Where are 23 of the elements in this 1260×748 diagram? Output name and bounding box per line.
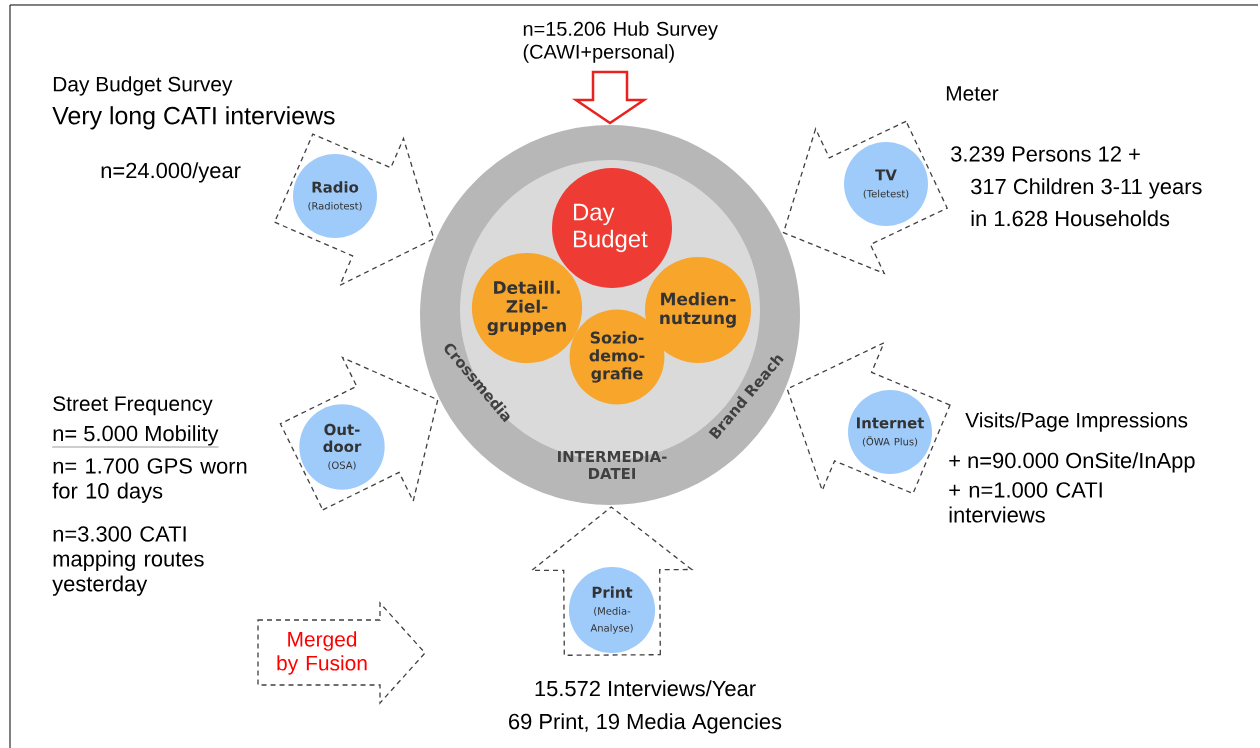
dashed-arrow-label: Merged by Fusion	[257, 601, 426, 705]
block-arrow	[571, 70, 649, 125]
annotation-text: Day Budget Survey	[53, 76, 233, 96]
block-arrow	[529, 506, 694, 656]
annotation-text: n=3.300 CATI mapping routes yesterday	[52, 526, 204, 596]
annotation-text: Street Frequency	[53, 396, 213, 416]
annotation-text: n=24.000/year	[101, 162, 241, 183]
annotation-text: 69 Print, 19 Media Agencies	[509, 713, 782, 734]
annotation-text: in 1.628 Households	[971, 210, 1170, 227]
annotation-text: + n=90.000 OnSite/InApp	[949, 452, 1195, 473]
annotation-text: Very long CATI interviews	[52, 106, 335, 130]
annotation-text: Visits/Page Impressions	[965, 412, 1188, 432]
annotation-text: 3.239 Persons 12 +	[951, 146, 1140, 162]
survey-label: n=15.206 Hub Survey (CAWI+personal)	[523, 21, 718, 63]
annotation-text: 15.572 Interviews/Year	[535, 680, 756, 697]
annotation-text: n= 1.700 GPS worn for 10 days	[52, 458, 247, 503]
block-arrow	[273, 133, 435, 287]
block-arrow	[786, 341, 951, 495]
annotation-text: n= 5.000 Mobility	[52, 425, 219, 448]
annotation-text: 317 Children 3-11 years	[971, 178, 1202, 199]
block-arrow	[279, 356, 439, 511]
annotation-text: + n=1.000 CATI interviews	[949, 482, 1102, 523]
annotation-text: Meter	[946, 86, 999, 101]
